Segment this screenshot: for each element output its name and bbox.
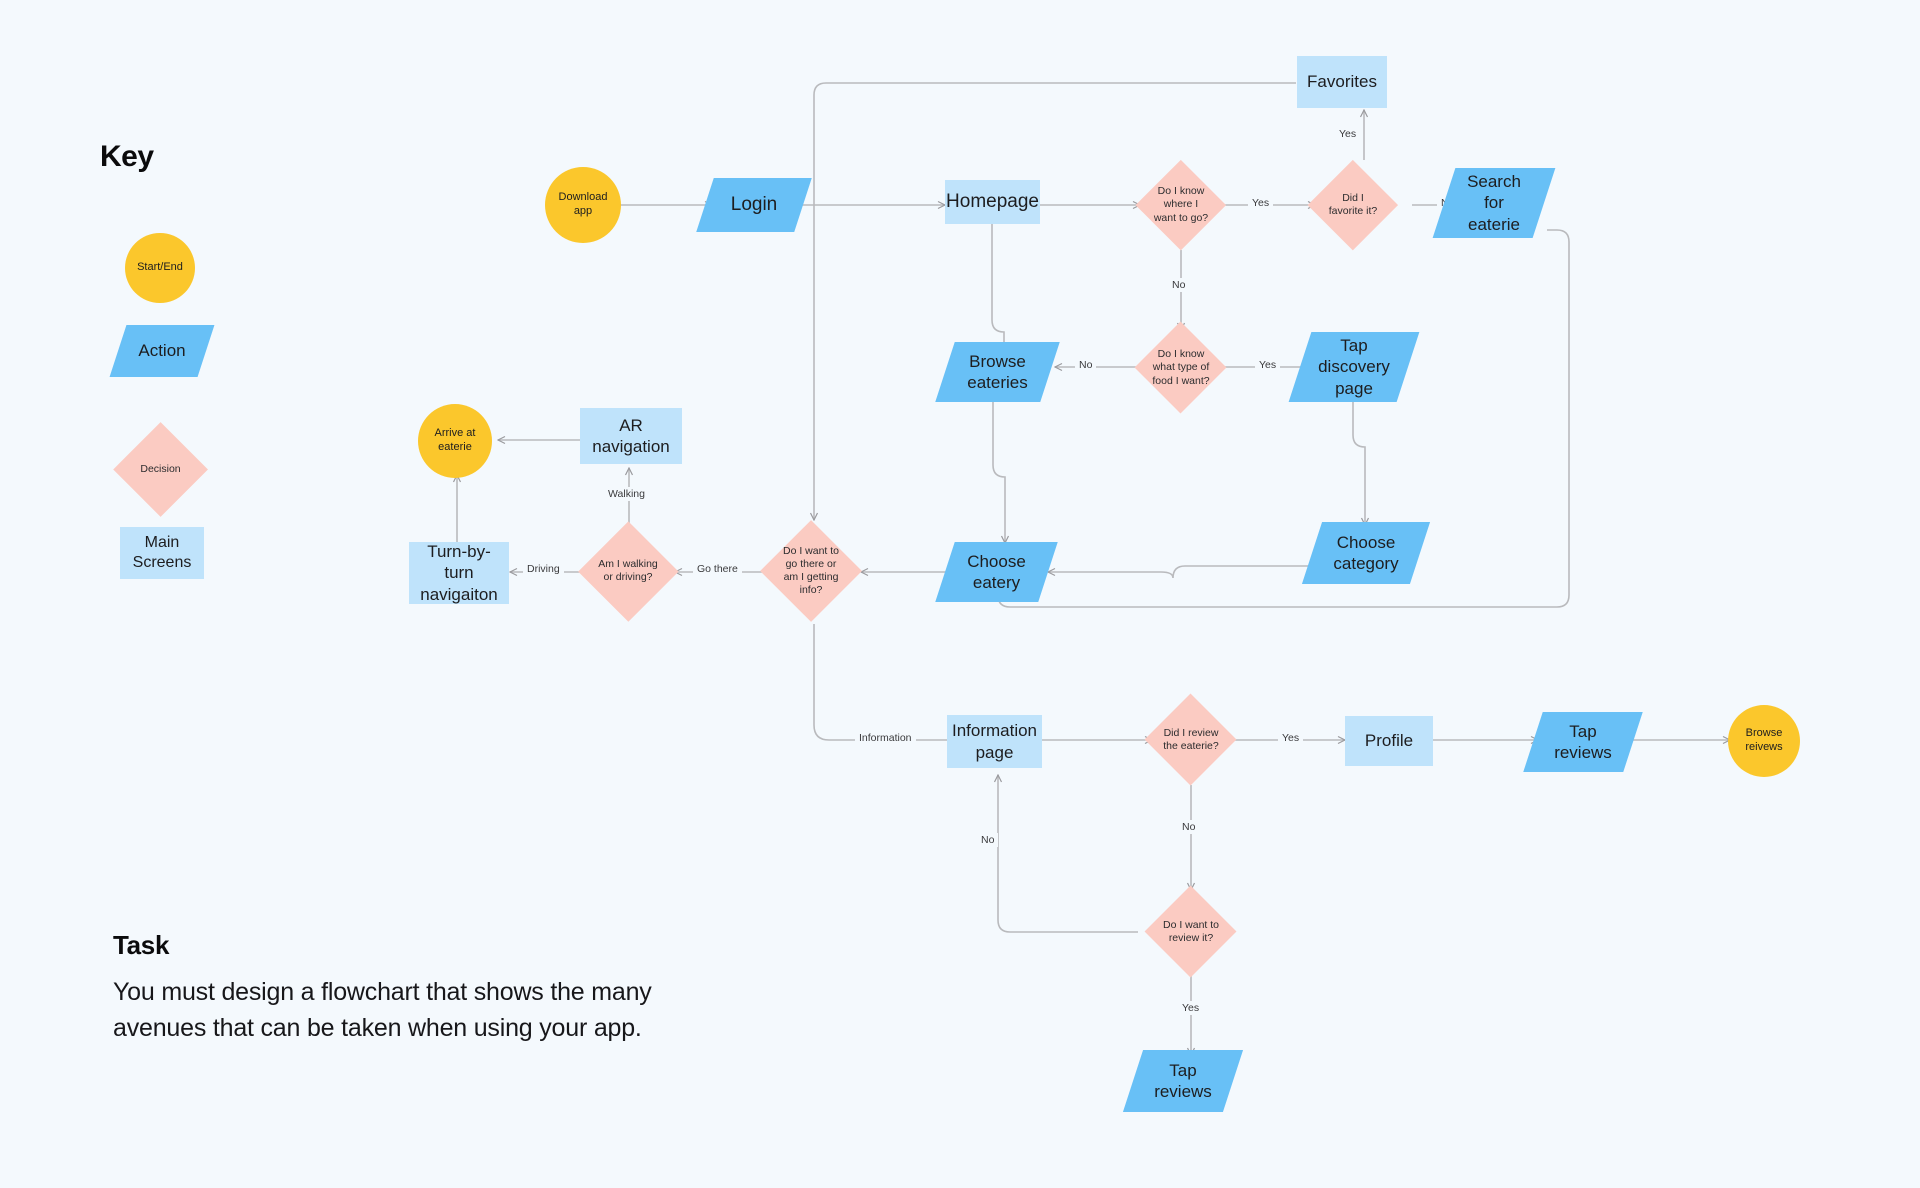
edge-discovery-to-category (1352, 402, 1365, 525)
node-login[interactable]: Login (705, 178, 803, 232)
node-label-profile: Profile (1364, 731, 1414, 751)
edge-search-to-chooseeatery (998, 229, 1570, 608)
node-label-browse-reivews: Browse reivews (1745, 727, 1783, 753)
node-label-tap-reviews-top: Tap reviews (1554, 721, 1612, 762)
node-did-i-review-the-eaterie[interactable]: Did I review the eaterie? (1145, 694, 1237, 786)
key-label-decision: Decision (140, 462, 181, 475)
edge-label-no-did-review: No (1178, 820, 1200, 834)
edge-label-yes-favorite: Yes (1335, 127, 1361, 141)
node-favorites[interactable]: Favorites (1297, 56, 1387, 108)
key-panel: Key (100, 140, 360, 174)
node-information-page[interactable]: Information page (947, 715, 1042, 768)
node-label-did-i-favorite-it: Did I favorite it? (1328, 191, 1378, 217)
task-body: You must design a flowchart that shows t… (113, 978, 652, 1042)
key-title: Key (100, 140, 154, 173)
edge-homepage-to-browse (991, 224, 1004, 350)
edge-label-go-there: Go there (693, 562, 742, 576)
node-label-go-there-or-info: Do I want to go there or am I getting in… (782, 544, 840, 597)
edge-label-no-know-where: No (1168, 278, 1190, 292)
key-label-action: Action (138, 341, 186, 361)
key-swatch-main-screens: Main Screens (120, 527, 204, 579)
edge-favorites-loop (814, 82, 1296, 520)
edge-label-yes-food-type: Yes (1255, 358, 1281, 372)
node-label-browse-eateries: Browse eateries (967, 351, 1028, 392)
edge-label-driving: Driving (523, 562, 564, 576)
node-turn-by-turn-navigation[interactable]: Turn-by-turn navigaiton (409, 542, 509, 604)
node-label-favorites: Favorites (1307, 72, 1377, 92)
node-homepage[interactable]: Homepage (945, 180, 1040, 224)
node-browse-eateries[interactable]: Browse eateries (945, 342, 1050, 402)
edge-label-no-want-review: No (977, 833, 999, 847)
edge-browse-to-chooseeatery (992, 402, 1005, 543)
edge-label-walking: Walking (604, 487, 649, 501)
edge-category-to-chooseeatery (1048, 565, 1330, 579)
edge-label-no-food-type: No (1075, 358, 1097, 372)
node-label-did-i-review-the-eaterie: Did I review the eaterie? (1163, 726, 1219, 752)
node-search-for-eaterie[interactable]: Search for eaterie (1444, 168, 1544, 238)
node-do-i-want-to-review-it[interactable]: Do I want to review it? (1145, 886, 1237, 978)
node-label-search-for-eaterie: Search for eaterie (1467, 172, 1521, 234)
node-label-arrive-at-eaterie: Arrive at eaterie (434, 427, 476, 453)
task-title: Task (113, 930, 170, 960)
node-label-download-app: Download app (558, 191, 608, 217)
node-arrive-at-eaterie[interactable]: Arrive at eaterie (418, 404, 492, 478)
node-tap-discovery-page[interactable]: Tap discovery page (1300, 332, 1408, 402)
node-browse-reivews[interactable]: Browse reivews (1728, 705, 1800, 777)
node-tap-reviews-bottom[interactable]: Tap reviews (1133, 1050, 1233, 1112)
edge-wantreview-no (998, 775, 1138, 933)
key-swatch-decision: Decision (113, 422, 208, 517)
node-ar-navigation[interactable]: AR navigation (580, 408, 682, 464)
task-panel: Task You must design a flowchart that sh… (113, 930, 813, 1046)
edge-information (813, 624, 962, 740)
node-label-homepage: Homepage (946, 191, 1039, 213)
node-choose-category[interactable]: Choose category (1312, 522, 1420, 584)
key-label-start-end: Start/End (137, 261, 183, 274)
key-label-main-screens: Main Screens (132, 534, 192, 571)
node-label-tap-discovery-page: Tap discovery page (1318, 336, 1390, 398)
node-label-information-page: Information page (951, 721, 1038, 762)
edge-label-yes-want-review: Yes (1178, 1001, 1204, 1015)
node-label-choose-category: Choose category (1333, 532, 1399, 573)
node-do-i-know-where-to-go[interactable]: Do I know where I want to go? (1136, 160, 1226, 250)
node-walking-or-driving[interactable]: Am I walking or driving? (578, 521, 678, 621)
node-label-login: Login (730, 194, 778, 216)
node-label-do-i-want-to-review-it: Do I want to review it? (1162, 918, 1220, 944)
node-go-there-or-info[interactable]: Do I want to go there or am I getting in… (760, 520, 862, 622)
node-label-tap-reviews-bottom: Tap reviews (1154, 1060, 1212, 1101)
key-swatch-start-end: Start/End (125, 233, 195, 303)
node-tap-reviews-top[interactable]: Tap reviews (1533, 712, 1633, 772)
node-profile[interactable]: Profile (1345, 716, 1433, 766)
node-download-app[interactable]: Download app (545, 167, 621, 243)
edge-label-yes-know-where: Yes (1248, 196, 1274, 210)
node-choose-eatery[interactable]: Choose eatery (945, 542, 1048, 602)
edge-label-information: Information (855, 731, 916, 745)
node-label-turn-by-turn-navigation: Turn-by-turn navigaiton (420, 542, 498, 604)
node-label-walking-or-driving: Am I walking or driving? (598, 557, 658, 583)
key-swatch-action: Action (118, 325, 206, 377)
edge-label-yes-did-review: Yes (1278, 731, 1304, 745)
node-did-i-favorite-it[interactable]: Did I favorite it? (1308, 160, 1398, 250)
node-label-choose-eatery: Choose eatery (967, 551, 1026, 592)
node-do-i-know-food-type[interactable]: Do I know what type of food I want? (1135, 322, 1227, 414)
node-label-do-i-know-food-type: Do I know what type of food I want? (1152, 348, 1210, 387)
node-label-do-i-know-where-to-go: Do I know where I want to go? (1153, 185, 1209, 224)
node-label-ar-navigation: AR navigation (592, 415, 670, 456)
